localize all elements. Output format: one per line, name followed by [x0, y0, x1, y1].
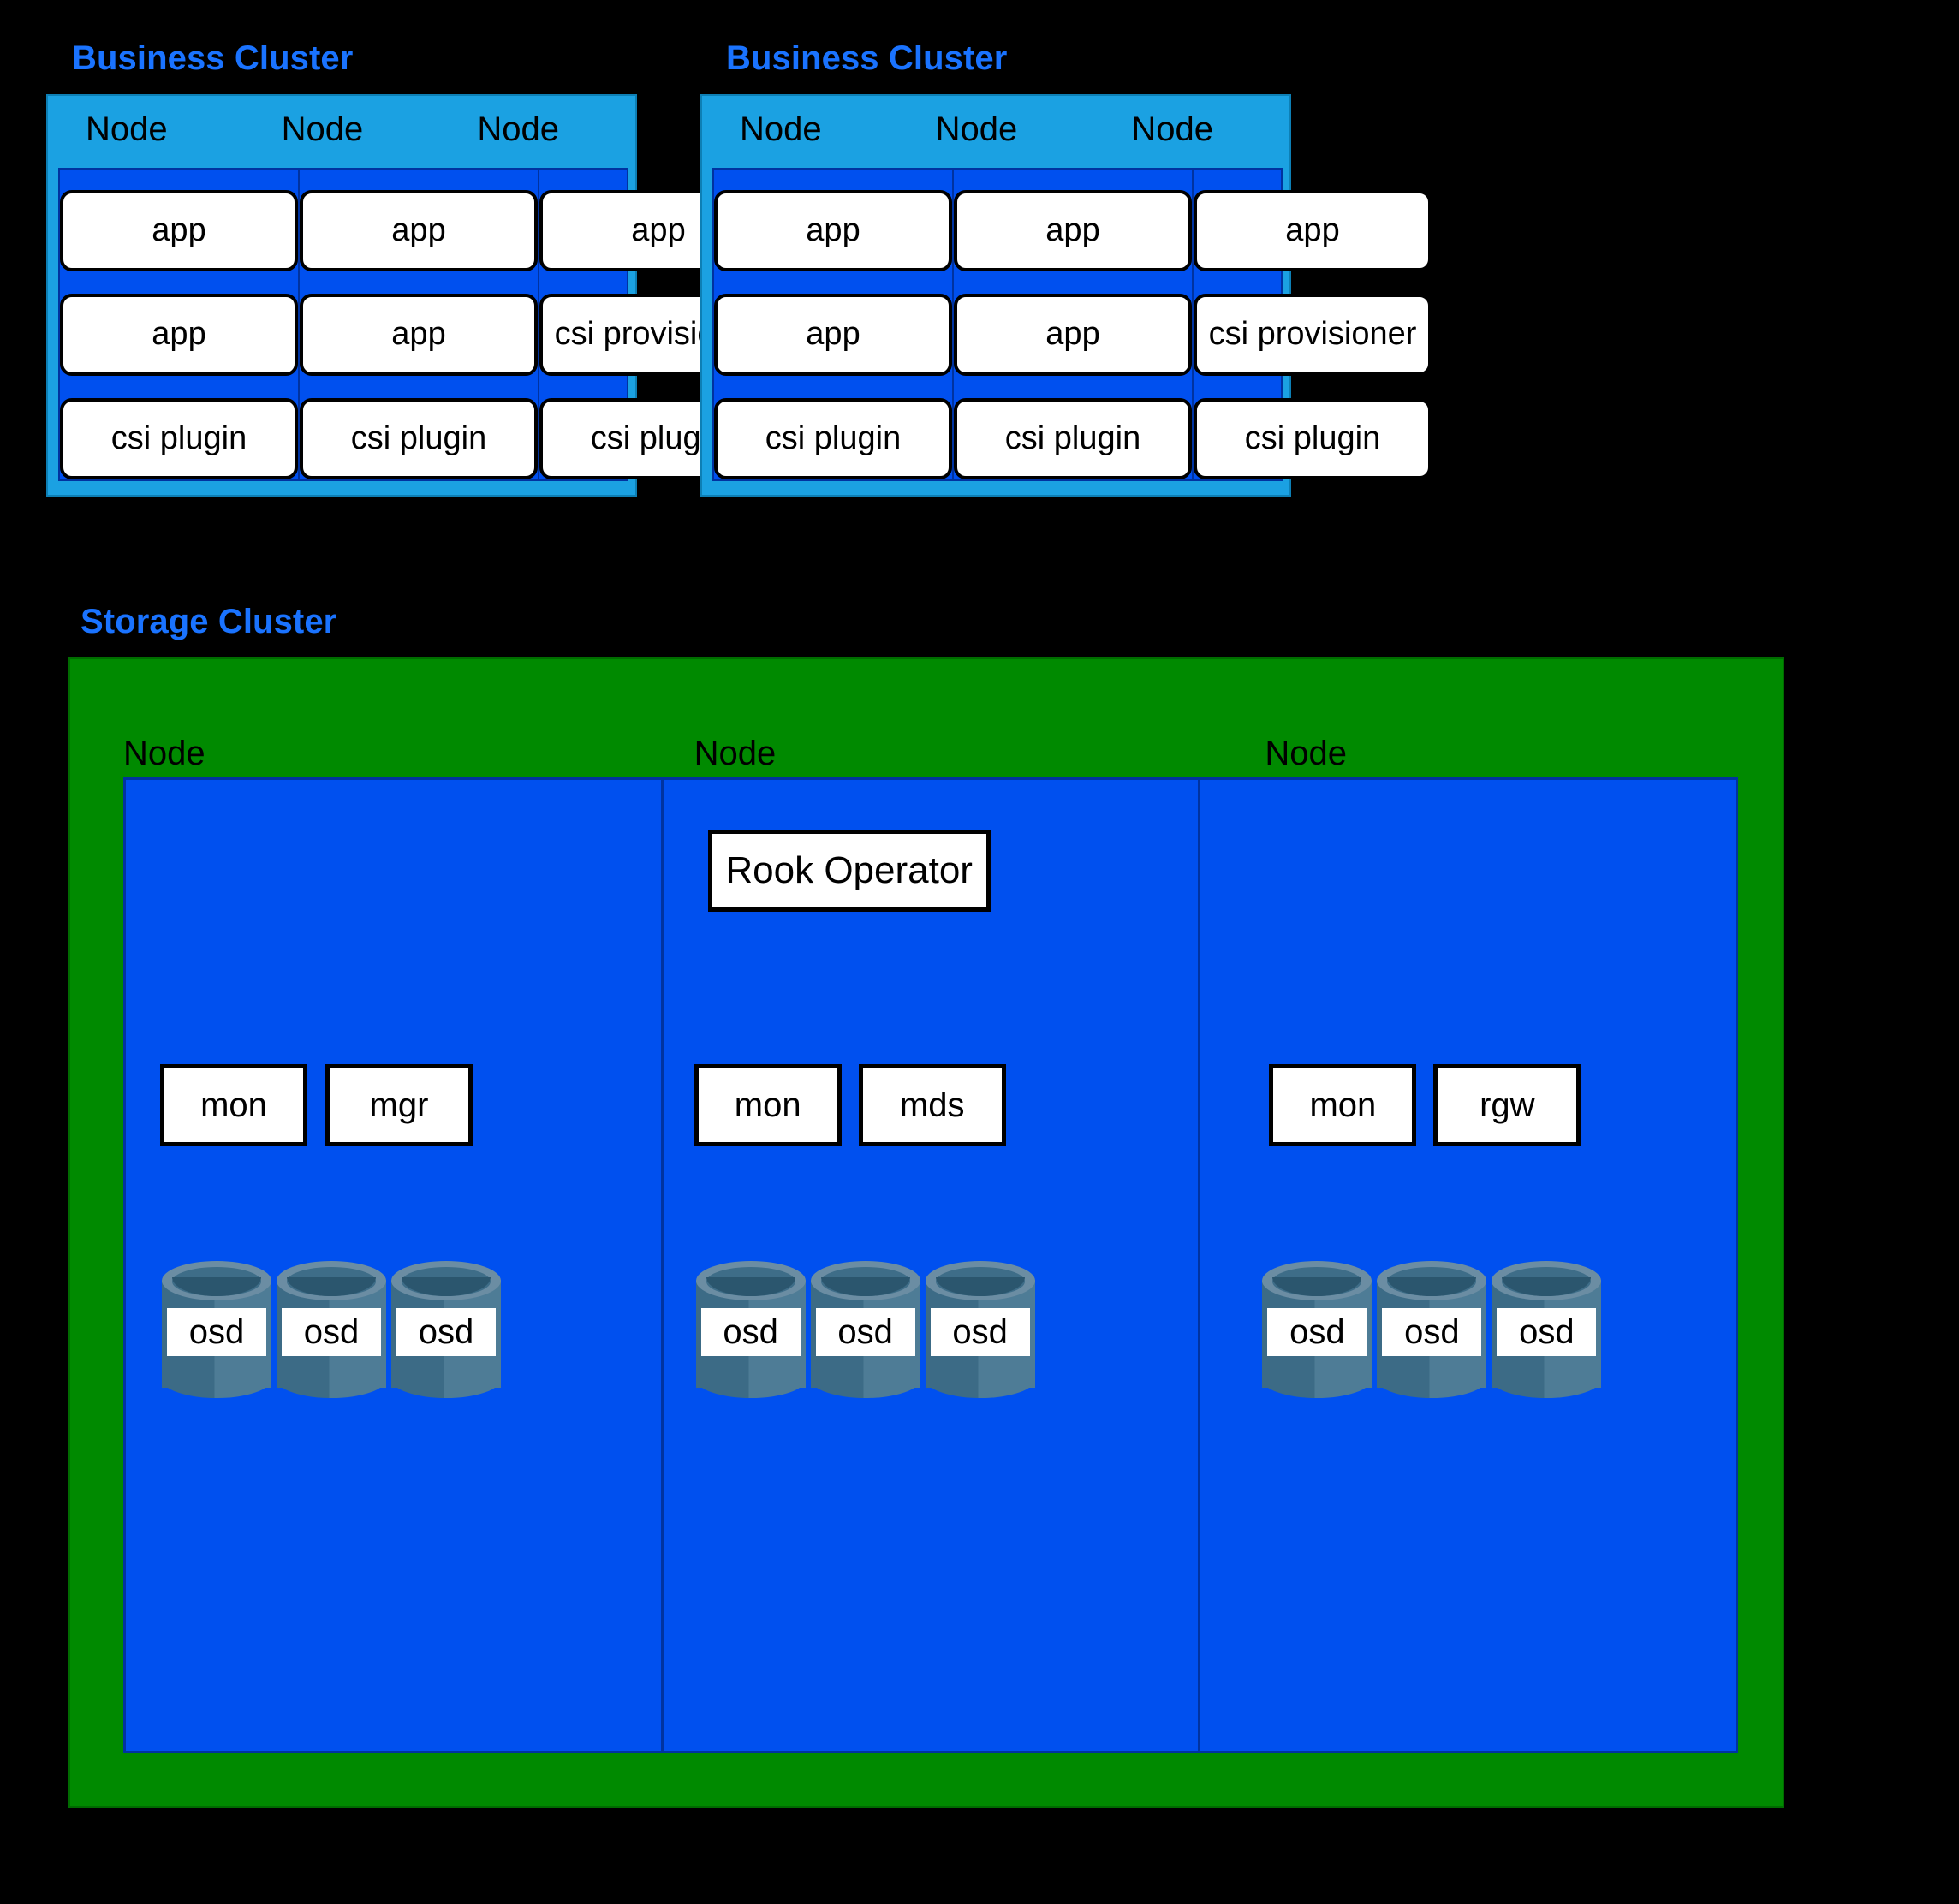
- storage-cluster-caption: Storage Cluster: [80, 603, 337, 640]
- osd-label: osd: [700, 1308, 801, 1356]
- cylinder-liquid: [820, 1277, 910, 1296]
- osd-label: osd: [1497, 1308, 1597, 1356]
- node-label: Node: [694, 735, 777, 772]
- pod-app[interactable]: app: [60, 190, 298, 272]
- cylinder-liquid: [1502, 1277, 1592, 1296]
- osd-label: osd: [1382, 1308, 1482, 1356]
- business-cluster-2-node-panels: app app csi plugin app app csi plugin ap…: [712, 168, 1432, 481]
- node-label: Node: [477, 110, 559, 148]
- osd-cylinder[interactable]: osd: [391, 1261, 501, 1398]
- pod-app[interactable]: app: [714, 190, 952, 272]
- pod-app[interactable]: app: [60, 294, 298, 376]
- pod-csi-plugin[interactable]: csi plugin: [60, 397, 298, 479]
- node-label-cell: Node: [702, 96, 898, 163]
- cylinder-liquid: [1272, 1277, 1362, 1296]
- node-label: Node: [86, 110, 168, 148]
- node-label-cell: Node: [898, 96, 1094, 163]
- service-rgw[interactable]: rgw: [1433, 1064, 1581, 1146]
- pod-app[interactable]: app: [714, 294, 952, 376]
- storage-node-column: Rook Operator mon mds osd osd: [664, 780, 1201, 1751]
- cylinder-liquid: [706, 1277, 795, 1296]
- cylinder-liquid: [1387, 1277, 1477, 1296]
- rook-operator-box[interactable]: Rook Operator: [707, 830, 991, 912]
- business-cluster-1-node-labels: Node Node Node: [48, 96, 635, 163]
- node-label-cell: Node: [1212, 659, 1783, 786]
- pod-csi-plugin[interactable]: csi plugin: [300, 397, 538, 479]
- node-label-cell: Node: [439, 96, 635, 163]
- node-column: app app csi plugin: [954, 170, 1194, 479]
- pod-app[interactable]: app: [954, 294, 1192, 376]
- service-mon[interactable]: mon: [1269, 1064, 1417, 1146]
- osd-label: osd: [167, 1308, 266, 1356]
- node-label-cell: Node: [70, 659, 641, 786]
- node-label: Node: [1265, 735, 1347, 772]
- storage-cluster-node-panels: mon mgr osd osd: [123, 777, 1738, 1753]
- cylinder-liquid: [402, 1277, 491, 1296]
- storage-cluster: Node Node Node mon mgr osd: [68, 657, 1784, 1808]
- node-label-cell: Node: [244, 96, 440, 163]
- storage-node-column: mon rgw osd osd: [1200, 780, 1736, 1751]
- osd-label: osd: [282, 1308, 381, 1356]
- node-label: Node: [935, 110, 1018, 148]
- osd-cylinder[interactable]: osd: [1262, 1261, 1372, 1398]
- node-label-cell: Node: [641, 659, 1212, 786]
- pod-csi-plugin[interactable]: csi plugin: [714, 397, 952, 479]
- osd-cylinder[interactable]: osd: [1492, 1261, 1602, 1398]
- business-cluster-2-caption: Business Cluster: [726, 39, 1008, 77]
- osd-cylinder[interactable]: osd: [1377, 1261, 1487, 1398]
- business-cluster-1: Node Node Node app app csi plugin app ap…: [46, 94, 777, 497]
- node-label: Node: [123, 735, 205, 772]
- pod-csi-provisioner[interactable]: csi provisioner: [1194, 294, 1432, 376]
- service-mon[interactable]: mon: [160, 1064, 307, 1146]
- osd-label: osd: [396, 1308, 496, 1356]
- service-mds[interactable]: mds: [858, 1064, 1006, 1146]
- pod-app[interactable]: app: [1194, 190, 1432, 272]
- cylinder-liquid: [287, 1277, 376, 1296]
- osd-label: osd: [1267, 1308, 1367, 1356]
- osd-label: osd: [815, 1308, 915, 1356]
- business-cluster-2-node-labels: Node Node Node: [702, 96, 1289, 163]
- pod-csi-plugin[interactable]: csi plugin: [954, 397, 1192, 479]
- node-label-cell: Node: [48, 96, 244, 163]
- service-mgr[interactable]: mgr: [325, 1064, 473, 1146]
- storage-node-column: mon mgr osd osd: [126, 780, 664, 1751]
- osd-label: osd: [930, 1308, 1030, 1356]
- pod-app[interactable]: app: [300, 190, 538, 272]
- node-label: Node: [740, 110, 822, 148]
- node-label: Node: [1131, 110, 1213, 148]
- pod-app[interactable]: app: [954, 190, 1192, 272]
- osd-cylinder[interactable]: osd: [810, 1261, 920, 1398]
- osd-cylinder[interactable]: osd: [277, 1261, 386, 1398]
- pod-app[interactable]: app: [300, 294, 538, 376]
- node-column: app app csi plugin: [714, 170, 954, 479]
- osd-cylinder[interactable]: osd: [695, 1261, 806, 1398]
- cylinder-liquid: [935, 1277, 1025, 1296]
- business-cluster-2: Node Node Node app app csi plugin app ap…: [700, 94, 1432, 497]
- pod-csi-plugin[interactable]: csi plugin: [1194, 397, 1432, 479]
- node-column: app app csi plugin: [60, 170, 300, 479]
- business-cluster-1-caption: Business Cluster: [72, 39, 354, 77]
- node-column: app csi provisioner csi plugin: [1194, 170, 1432, 479]
- node-label: Node: [281, 110, 364, 148]
- service-mon[interactable]: mon: [694, 1064, 842, 1146]
- storage-cluster-node-labels: Node Node Node: [70, 659, 1783, 786]
- node-label-cell: Node: [1093, 96, 1289, 163]
- node-column: app app csi plugin: [300, 170, 539, 479]
- osd-cylinder[interactable]: osd: [925, 1261, 1035, 1398]
- business-cluster-1-node-panels: app app csi plugin app app csi plugin ap…: [58, 168, 777, 481]
- osd-cylinder[interactable]: osd: [162, 1261, 271, 1398]
- cylinder-liquid: [172, 1277, 261, 1296]
